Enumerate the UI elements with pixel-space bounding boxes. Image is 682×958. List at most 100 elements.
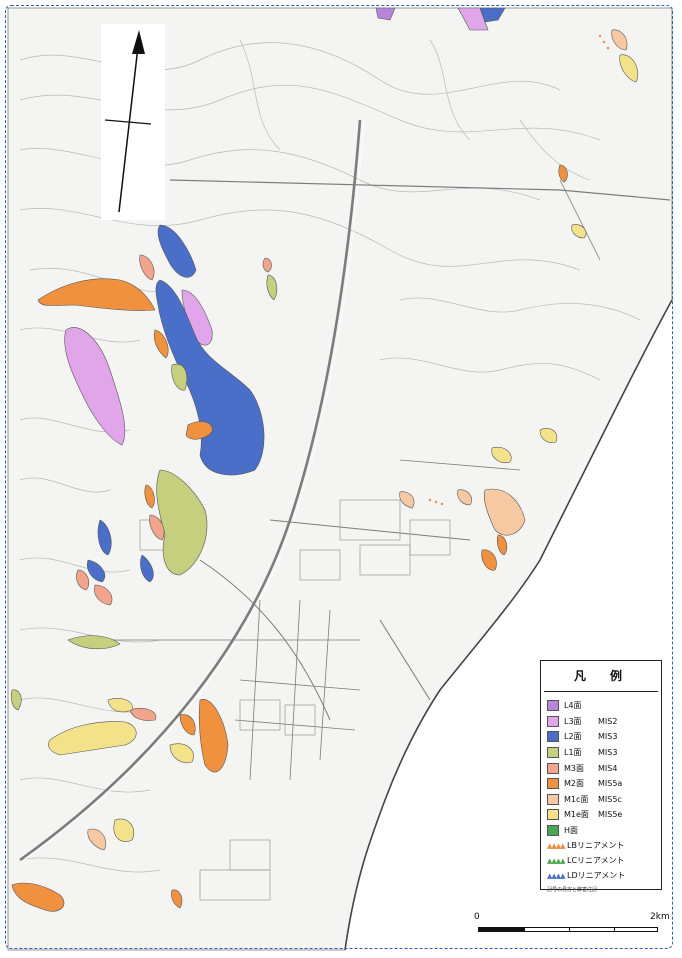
- terrace-m2: [496, 534, 508, 556]
- terrace-m2: [11, 882, 65, 912]
- lineament-marks: [428, 34, 610, 506]
- terrace-m2: [144, 484, 155, 509]
- terrace-l4: [375, 7, 396, 21]
- terrace-m2: [153, 329, 169, 359]
- scale-bar: 0 2km: [474, 912, 670, 942]
- legend-item-mis: MIS3: [598, 732, 618, 742]
- terrace-m3: [149, 514, 165, 541]
- terrace-m1e: [169, 743, 194, 763]
- terrace-l1: [266, 274, 278, 301]
- terrace-l2: [87, 559, 106, 583]
- terrace-m2: [171, 889, 183, 909]
- terrace-m1c: [457, 489, 472, 506]
- terrace-l2: [157, 224, 197, 278]
- north-arrow: [101, 24, 165, 220]
- legend-swatch: [547, 762, 559, 774]
- legend-swatch: [547, 825, 559, 837]
- terrace-m1c: [611, 29, 628, 51]
- terrace-m1e: [619, 54, 639, 83]
- terrace-m1e: [113, 818, 135, 842]
- legend-item-mis: MIS5a: [598, 779, 623, 789]
- terrace-m3: [76, 569, 90, 591]
- terrace-polygons: [10, 7, 639, 912]
- lineament-symbol-icon: ▲▲▲▲: [547, 871, 566, 880]
- legend-lineament-label: LDリニアメント: [567, 871, 626, 881]
- terrace-m3: [94, 584, 113, 606]
- legend-item: L1面 MIS3: [547, 745, 657, 761]
- terrace-m3: [262, 257, 272, 273]
- legend-item: M1e面 MIS5e: [547, 807, 657, 823]
- terrace-l2: [479, 7, 506, 23]
- legend-item: L4面: [547, 698, 657, 714]
- terrace-m1c: [87, 828, 107, 851]
- terrace-l1: [10, 689, 22, 711]
- legend-lineament: ▲▲▲▲LBリニアメント: [547, 838, 657, 853]
- terrace-m2: [37, 278, 156, 311]
- terrace-m2: [558, 164, 568, 183]
- legend-item-label: M1e面: [564, 810, 589, 820]
- terrace-m2: [198, 699, 229, 773]
- legend-item-label: L1面: [564, 748, 582, 758]
- terrace-m1c: [483, 488, 526, 536]
- legend-swatch: [547, 700, 559, 712]
- legend-lineament: ▲▲▲▲LCリニアメント: [547, 853, 657, 868]
- legend-swatch: [547, 715, 559, 727]
- legend-item-mis: MIS5c: [598, 794, 622, 804]
- legend-swatch: [547, 809, 559, 821]
- terrace-m1e: [107, 698, 133, 713]
- legend-item-mis: MIS2: [598, 716, 618, 726]
- legend-item-label: L2面: [564, 732, 582, 742]
- legend-swatch: [547, 778, 559, 790]
- scale-end-label: 2km: [650, 912, 670, 922]
- legend-item: H面: [547, 823, 657, 839]
- terrace-l1: [171, 363, 188, 391]
- north-arrow-icon: [104, 30, 152, 213]
- legend-item-label: M3面: [564, 763, 584, 773]
- legend-swatch: [547, 793, 559, 805]
- terrace-m3: [139, 254, 155, 281]
- lineament-symbol-icon: ▲▲▲▲: [547, 856, 566, 865]
- terrace-l3: [64, 327, 126, 446]
- legend-item-label: H面: [564, 826, 579, 836]
- terrace-l2: [155, 279, 265, 476]
- terrace-m3: [129, 708, 157, 721]
- terrace-m1e: [571, 224, 587, 239]
- legend-item: L2面 MIS3: [547, 729, 657, 745]
- terrace-l1: [67, 635, 121, 650]
- legend-item-mis: MIS5e: [598, 810, 623, 820]
- roads: [19, 119, 671, 862]
- legend-note: 記号の見方と弊害注記: [547, 887, 598, 894]
- legend-item-label: L4面: [564, 701, 582, 711]
- legend-item: L3面 MIS2: [547, 714, 657, 730]
- legend-item-label: M1c面: [564, 794, 589, 804]
- scale-bar-graphic: [478, 927, 658, 932]
- terrace-l2: [140, 554, 154, 583]
- terrace-m1e: [48, 721, 137, 756]
- legend-item: M3面 MIS4: [547, 760, 657, 776]
- legend-item-mis: MIS4: [598, 763, 618, 773]
- legend-lineament-label: LBリニアメント: [567, 841, 625, 851]
- terrace-m1c: [399, 491, 415, 509]
- legend-item-label: M2面: [564, 779, 584, 789]
- terrace-m1e: [539, 428, 558, 443]
- legend-lineament-label: LCリニアメント: [567, 856, 625, 866]
- terrace-m2: [185, 421, 213, 440]
- scale-start-label: 0: [474, 912, 480, 922]
- lineament-symbol-icon: ▲▲▲▲: [547, 841, 566, 850]
- legend-item-label: L3面: [564, 716, 582, 726]
- legend-title: 凡 例: [544, 661, 658, 692]
- legend-item: M2面 MIS5a: [547, 776, 657, 792]
- terrace-m2: [179, 714, 196, 736]
- legend-swatch: [547, 747, 559, 759]
- terrace-m2: [481, 549, 497, 571]
- coastline: [344, 299, 673, 951]
- legend-swatch: [547, 731, 559, 743]
- legend-lineament: ▲▲▲▲LDリニアメント: [547, 868, 657, 883]
- terrace-l1: [156, 469, 208, 576]
- terrace-l3: [457, 7, 489, 31]
- legend-item-mis: MIS3: [598, 748, 618, 758]
